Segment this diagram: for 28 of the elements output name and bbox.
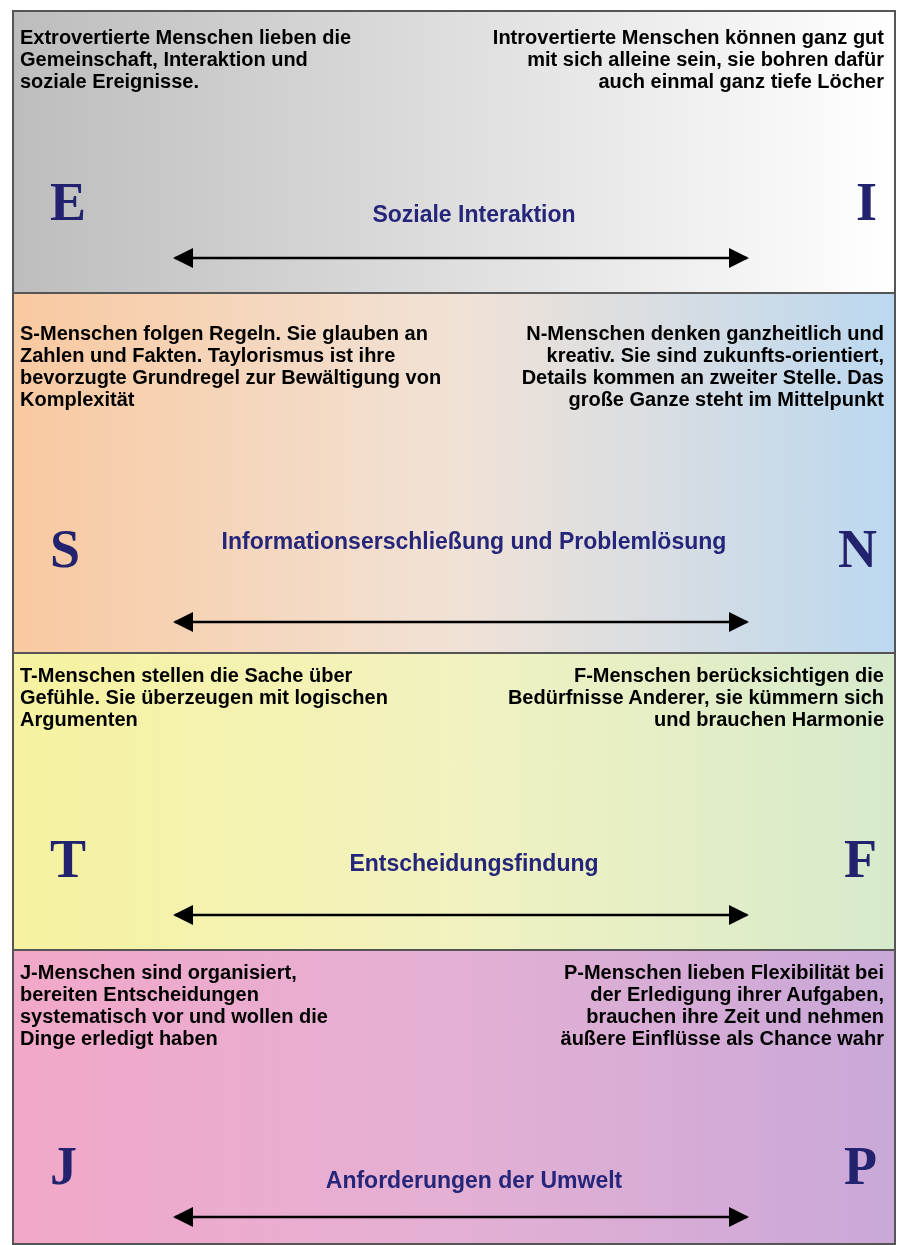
axis-title: Soziale Interaktion — [371, 200, 577, 229]
type-letter: F — [747, 829, 877, 929]
type-letter: I — [747, 172, 877, 272]
description-text: J-Menschen sind organisiert, bereiten Entscheidungen systematisch vor und wollen die Dinge erledigt haben — [20, 961, 329, 1049]
double-arrow — [173, 1207, 749, 1227]
type-letter: S — [32, 519, 175, 636]
description-text: P-Menschen lieben Flexibilität bei der Erledigung ihrer Aufgaben, brauchen ihre Zeit und nehmen äußere Einflüsse als Chance wahr — [559, 961, 884, 1049]
description-text: N-Menschen denken ganzheitlich und kreativ. Sie sind zukunfts-orientiert, Details kommen an zweiter Stelle. Das große Ganze steht im Mittelpunkt — [520, 322, 884, 410]
double-arrow — [173, 905, 749, 925]
description-text: S-Menschen folgen Regeln. Sie glauben an Zahlen und Fakten. Taylorismus ist ihre bevorzugte Grundregel zur Bewältigung von Komplexität — [20, 322, 443, 410]
double-arrow — [173, 248, 749, 268]
band-panel — [12, 949, 896, 1245]
description-text: Introvertierte Menschen können ganz gut mit sich alleine sein, sie bohren dafür auch einmal ganz tiefe Löcher — [491, 26, 884, 92]
type-letter: T — [32, 829, 175, 929]
description-text: Extrovertierte Menschen lieben die Gemeinschaft, Interaktion und soziale Ereignisse. — [20, 26, 353, 92]
band-panel — [12, 10, 896, 294]
type-letter: E — [32, 172, 175, 272]
double-arrow — [173, 612, 749, 632]
axis-title: Anforderungen der Umwelt — [324, 1166, 624, 1195]
type-letter: J — [32, 1136, 175, 1231]
type-letter: P — [747, 1136, 877, 1231]
band-panel — [12, 292, 896, 654]
description-text: T-Menschen stellen die Sache über Gefühle. Sie überzeugen mit logischen Argumenten — [20, 664, 389, 730]
band-panel — [12, 652, 896, 951]
axis-title: Entscheidungsfindung — [348, 849, 600, 878]
description-text: F-Menschen berücksichtigen die Bedürfnisse Anderer, sie kümmern sich und brauchen Harmonie — [506, 664, 884, 730]
axis-title: Informationserschließung und Problemlösung — [220, 527, 728, 556]
type-letter: N — [747, 519, 877, 636]
